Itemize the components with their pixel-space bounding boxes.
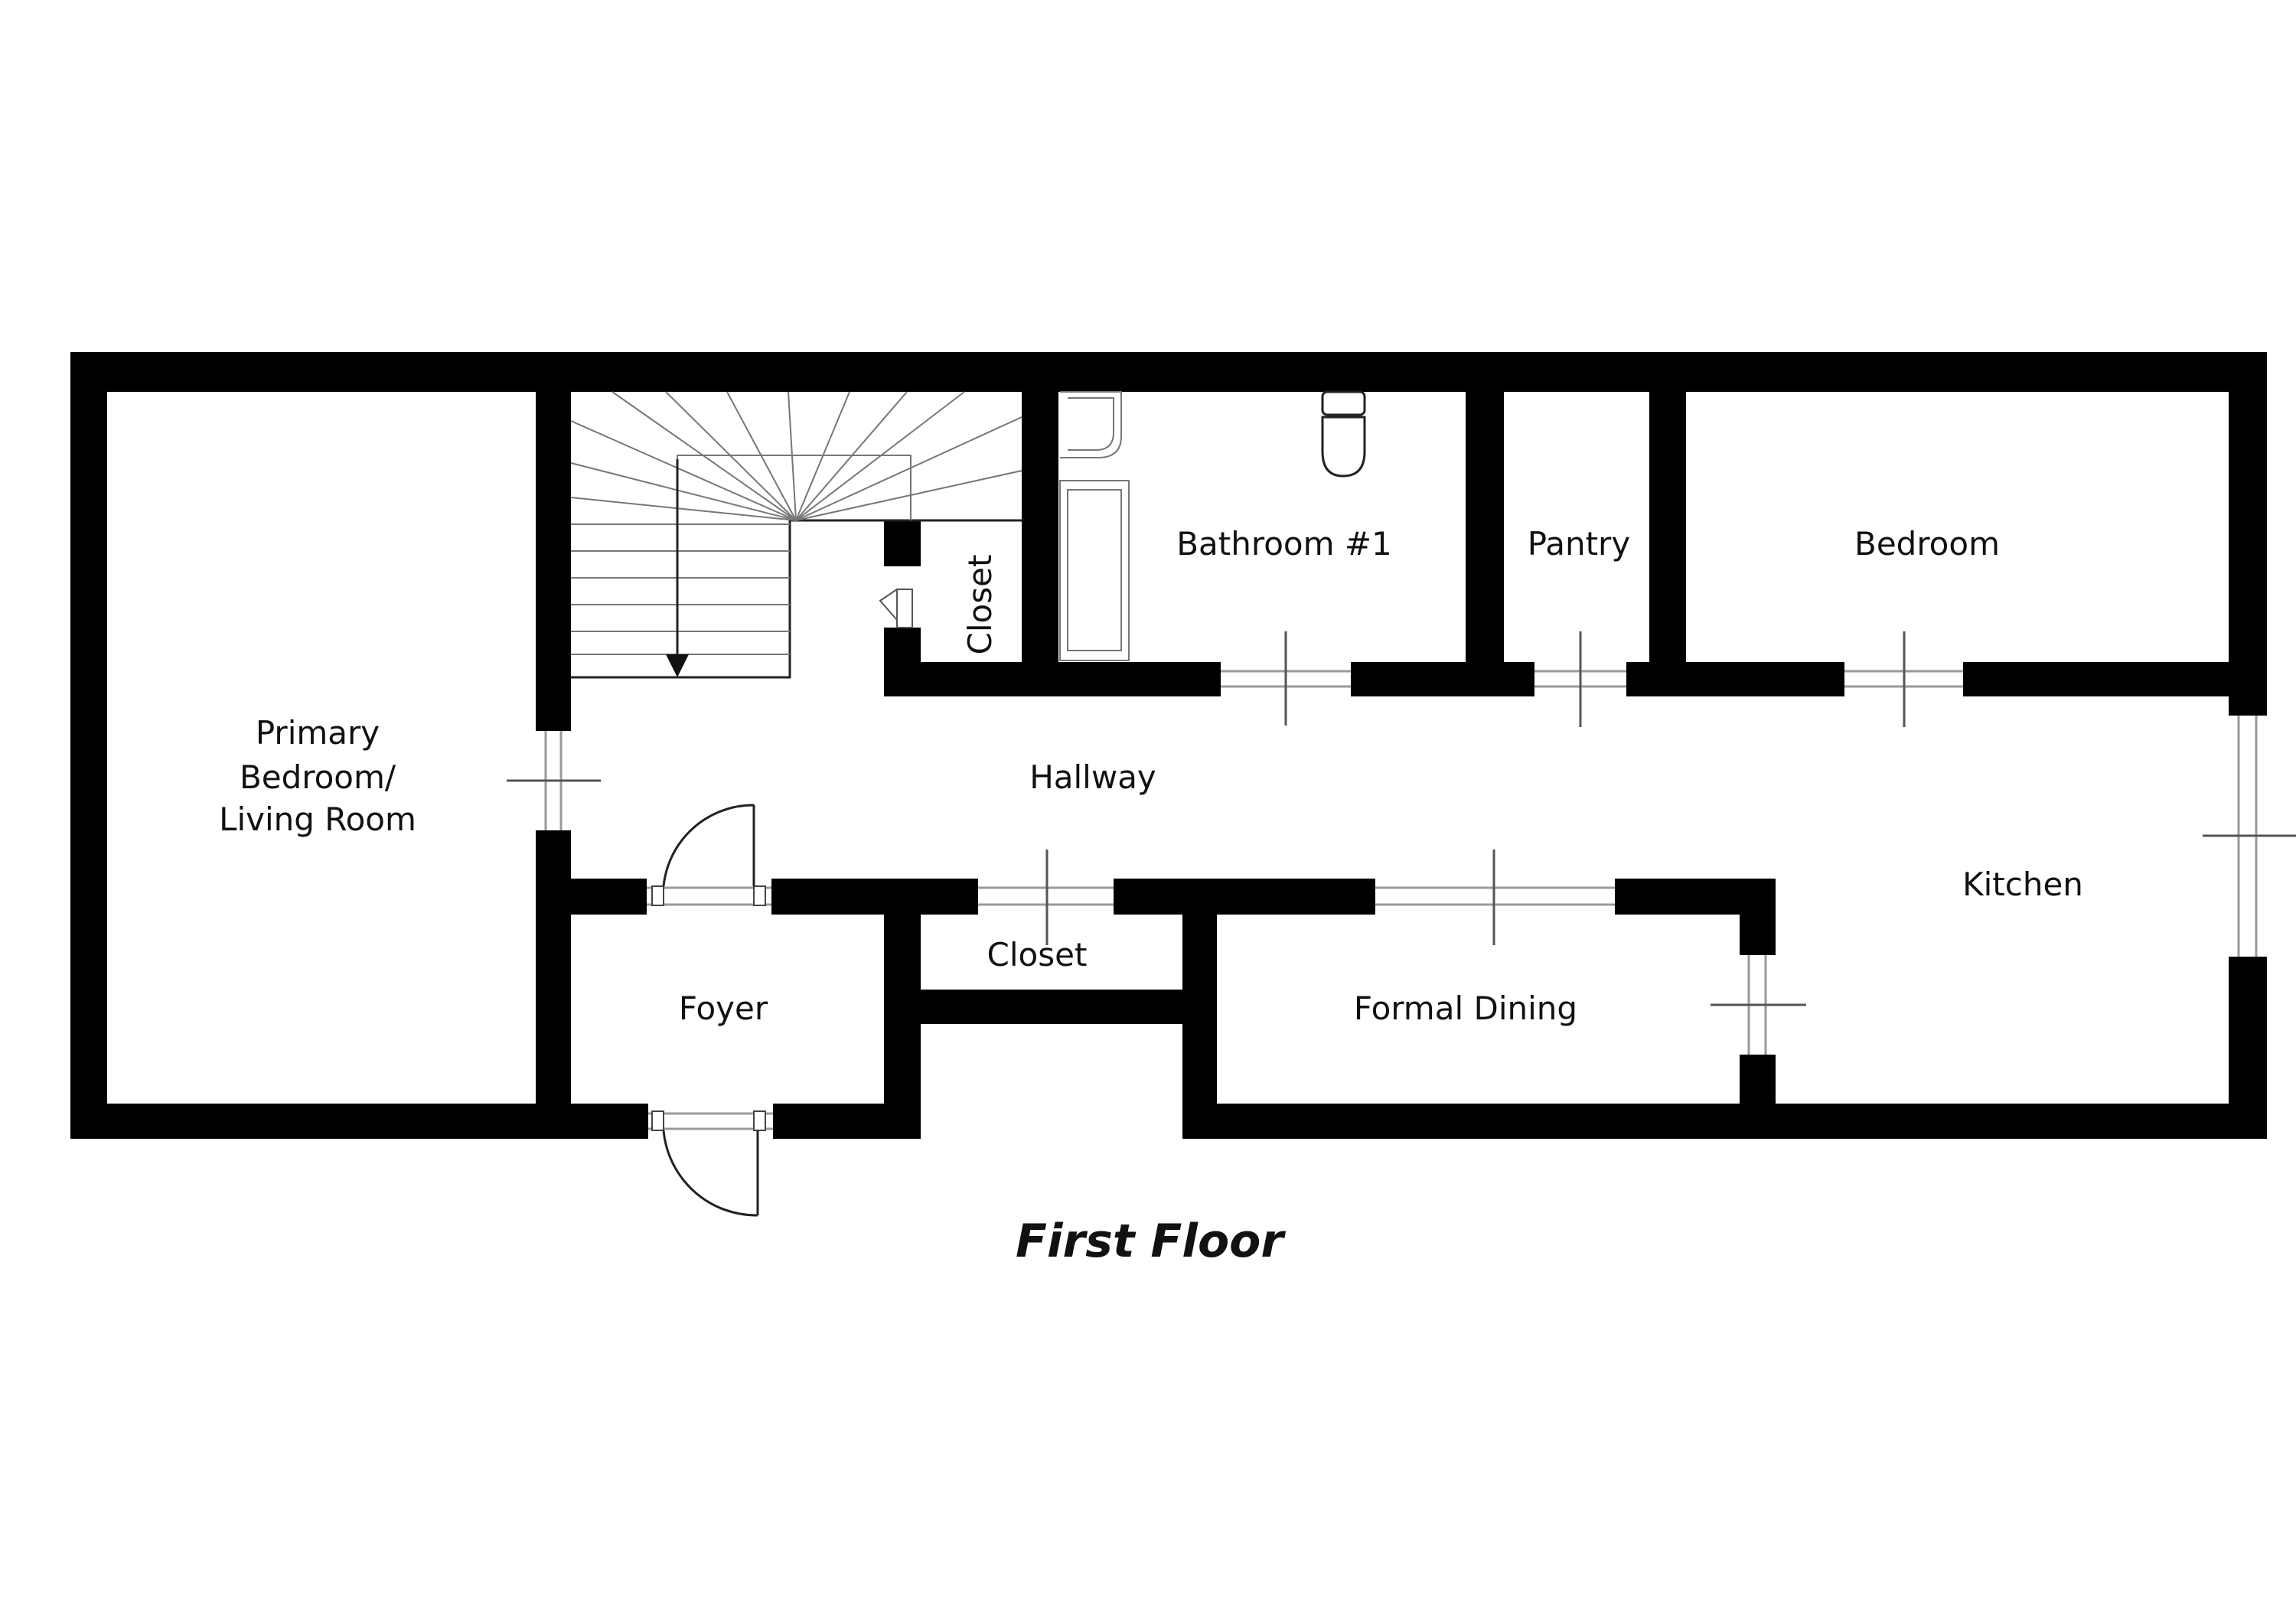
room-label-primary-bedroom-1: Primary (256, 714, 380, 752)
room-label-primary-bedroom-3: Living Room (219, 801, 416, 838)
front-entry-door (648, 1110, 773, 1217)
room-label-foyer: Foyer (679, 990, 768, 1027)
foyer-inner-door (647, 804, 771, 906)
floor-title: First Floor (1016, 1215, 1286, 1268)
room-label-pantry: Pantry (1528, 525, 1630, 563)
staircase (570, 391, 1022, 679)
room-label-formal-dining: Formal Dining (1354, 990, 1577, 1027)
closet-door-symbol (879, 589, 913, 628)
windows (507, 631, 2296, 1055)
bathroom-fixtures (1059, 390, 1366, 661)
outer-walls (70, 352, 2267, 1139)
room-label-hallway: Hallway (1029, 758, 1156, 796)
room-label-primary-bedroom-2: Bedroom/ (240, 758, 396, 796)
interior-walls (536, 383, 2265, 1139)
room-label-kitchen: Kitchen (1962, 866, 2083, 903)
room-label-closet-stair: Closet (961, 555, 999, 655)
room-label-bedroom: Bedroom (1854, 525, 2000, 563)
room-label-bathroom: Bathroom #1 (1176, 525, 1392, 563)
room-label-closet-hall: Closet (987, 936, 1088, 973)
